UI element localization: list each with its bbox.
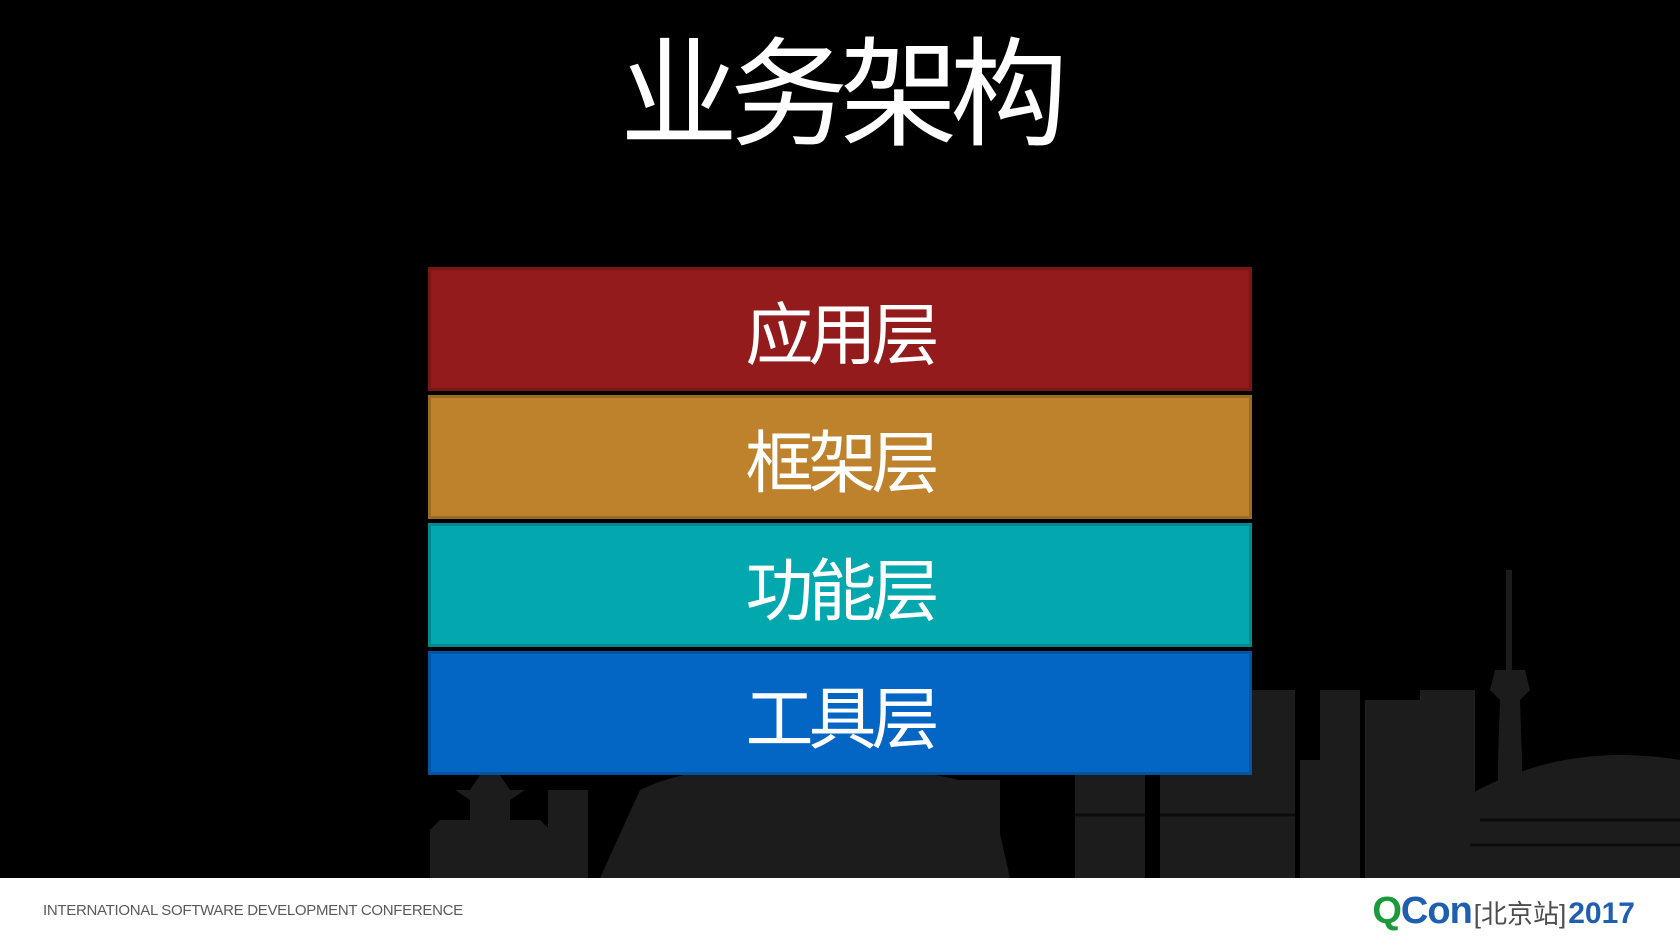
layer-function: 功能层 — [428, 523, 1252, 647]
logo-year: 2017 — [1568, 897, 1635, 930]
city-skyline-decoration — [430, 570, 1680, 878]
layer-function-label: 功能层 — [745, 552, 939, 632]
layer-application: 应用层 — [428, 267, 1252, 391]
layer-tools: 工具层 — [428, 651, 1252, 775]
architecture-layer-stack: 应用层 框架层 功能层 工具层 — [428, 267, 1252, 775]
slide-title: 业务架构 — [619, 26, 1068, 164]
layer-tools-label: 工具层 — [745, 680, 939, 760]
logo-site: [北京站] — [1473, 899, 1567, 929]
slide: 业务架构 应用层 框架层 功能层 工具层 — [428, 26, 1680, 878]
qcon-logo: Q Con [北京站] 2017 — [1372, 890, 1635, 934]
layer-framework-label: 框架层 — [745, 424, 939, 504]
layer-application-label: 应用层 — [745, 296, 939, 376]
logo-q: Q — [1372, 890, 1402, 932]
conference-name: INTERNATIONAL SOFTWARE DEVELOPMENT CONFE… — [43, 902, 463, 919]
layer-framework: 框架层 — [428, 395, 1252, 519]
footer-bar: INTERNATIONAL SOFTWARE DEVELOPMENT CONFE… — [0, 878, 1680, 945]
logo-con: Con — [1400, 890, 1473, 932]
